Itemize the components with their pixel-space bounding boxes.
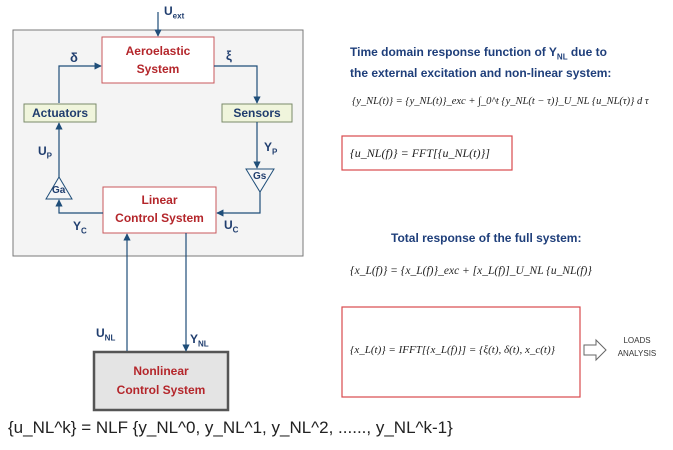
sensors-label: Sensors: [233, 106, 281, 120]
actuators-box: [23, 103, 97, 123]
ifft-equation-box: [341, 306, 581, 398]
linear-control-box: [102, 186, 217, 234]
ynl-label: YNL: [190, 332, 209, 349]
aeroelastic-system-box: [101, 36, 215, 84]
u-ext-label: Uext: [164, 4, 185, 21]
yc-label: YC: [73, 219, 87, 236]
delta-label: δ: [70, 50, 78, 65]
nlf-equation: {u_NL^k} = NLF {y_NL^0, y_NL^1, y_NL^2, …: [8, 418, 453, 437]
fft-equation-box: [341, 135, 513, 171]
nonlinear-control-box: [92, 350, 230, 412]
unl-label: UNL: [96, 326, 116, 343]
actuators-label: Actuators: [31, 106, 88, 120]
loads-arrow: [583, 338, 607, 362]
uc-label: UC: [224, 218, 239, 235]
time-domain-title: Time domain response function of YNL due…: [350, 45, 612, 81]
fft-equation: {u_NL(f)} = FFT[{u_NL(t)}]: [350, 146, 490, 160]
up-label: UP: [38, 144, 53, 161]
time-domain-equation: {y_NL(t)} = {y_NL(t)}_exc + ∫_0^t {y_NL(…: [352, 96, 649, 107]
ifft-equation: {x_L(t)} = IFFT[{x_L(f)}] = {ξ(t), δ(t),…: [350, 344, 556, 356]
ga-label: Ga: [52, 185, 66, 196]
gs-label: Gs: [253, 171, 267, 182]
yp-label: YP: [264, 140, 278, 157]
total-response-title: Total response of the full system:: [391, 231, 582, 245]
xi-label: ξ: [226, 48, 232, 63]
total-response-equation: {x_L(f)} = {x_L(f)}_exc + [x_L(f)]_U_NL …: [350, 265, 592, 277]
gs-triangle: [245, 168, 275, 193]
ga-triangle: [45, 176, 73, 200]
